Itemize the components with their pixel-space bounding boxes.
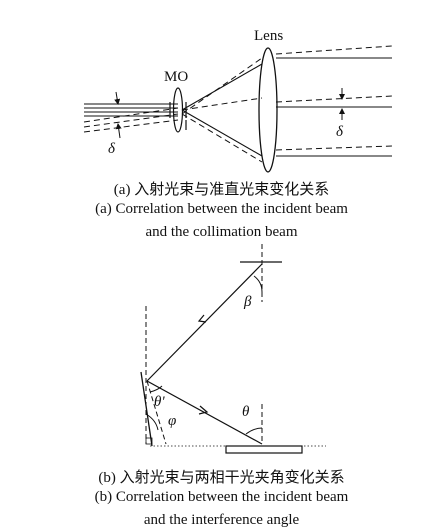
caption-b-en-line2: and the interference angle	[143, 512, 300, 528]
incident-beam-solid	[84, 103, 178, 117]
ray-top-to-left	[146, 263, 263, 382]
right-angle-mark	[145, 437, 153, 445]
incident-beam-tilted	[83, 107, 179, 133]
phi-label: φ	[168, 413, 176, 429]
diverging-beam-solid	[181, 63, 263, 157]
beta-label: β	[243, 294, 252, 310]
caption-a-cn: (a) 入射光束与准直光束变化关系	[113, 182, 330, 198]
mo-label: MO	[164, 69, 188, 85]
lens-label: Lens	[254, 28, 283, 44]
diagram-a: δ MO Lens	[83, 28, 393, 173]
caption-b-cn: (b) 入射光束与两相干光夹角变化关系	[98, 470, 345, 486]
sample-plate	[225, 445, 303, 454]
caption-a-en-line2: and the collimation beam	[145, 224, 298, 240]
left-mirror	[140, 371, 153, 447]
caption-a-en-line1: (a) Correlation between the incident bea…	[95, 201, 348, 217]
collimated-beam-dashed	[275, 45, 393, 151]
theta-arc	[245, 427, 263, 435]
theta-prime-label: θ'	[154, 394, 165, 410]
delta-left-label: δ	[108, 141, 116, 157]
theta-prime-arc	[149, 385, 163, 393]
caption-b-en-line1: (b) Correlation between the incident bea…	[94, 489, 349, 505]
delta-right-label: δ	[336, 124, 344, 140]
beta-arc	[253, 275, 263, 293]
delta-left-arrow-bottom	[115, 123, 122, 139]
diverging-beam-dashed	[181, 57, 263, 163]
ray-arrow-2	[198, 405, 209, 415]
phi-arc	[145, 413, 159, 431]
theta-label: θ	[242, 404, 250, 420]
lens	[258, 47, 278, 173]
diagram-b: β θ' φ θ	[140, 244, 326, 454]
delta-left-arrow-top	[114, 91, 121, 105]
collimated-beam-solid	[276, 57, 392, 157]
ray-arrow-1	[197, 314, 207, 323]
